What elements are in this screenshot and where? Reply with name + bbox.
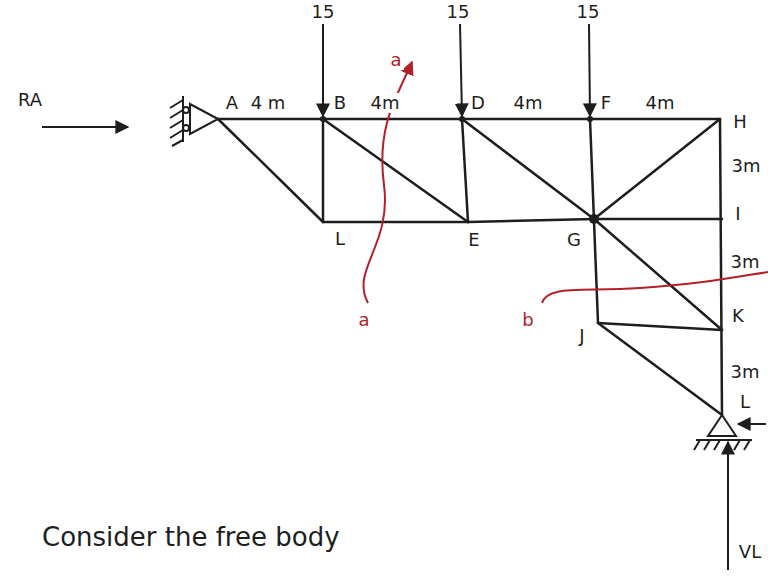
dimension: 3m bbox=[729, 362, 762, 383]
joint-label: K bbox=[730, 306, 746, 327]
ground-line bbox=[696, 439, 752, 441]
joint-label: I bbox=[733, 204, 742, 225]
load-value: 15 bbox=[575, 2, 602, 23]
member-bc bbox=[322, 119, 325, 222]
roller bbox=[183, 107, 189, 113]
dimension: 4 m bbox=[249, 93, 288, 114]
dimension: 3m bbox=[730, 156, 763, 177]
section-cuts bbox=[363, 62, 768, 303]
reaction-label: VL bbox=[737, 542, 763, 563]
joint-label: H bbox=[731, 112, 749, 133]
member-fj bbox=[590, 119, 598, 323]
truss-members bbox=[218, 119, 722, 415]
section-label: b bbox=[520, 310, 535, 331]
load-arrow bbox=[322, 24, 324, 116]
pin-triangle bbox=[708, 415, 736, 436]
load-arrow bbox=[589, 24, 590, 116]
section-label: a bbox=[356, 310, 371, 331]
joints bbox=[320, 116, 599, 224]
joint bbox=[589, 214, 599, 224]
member-gh bbox=[594, 119, 720, 219]
member-dg bbox=[462, 119, 594, 219]
reaction-arrow bbox=[42, 126, 128, 128]
joint bbox=[587, 116, 593, 122]
member-eg bbox=[468, 219, 594, 222]
dimension: 3m bbox=[729, 252, 762, 273]
member-gi bbox=[594, 218, 722, 221]
dimension: 4m bbox=[644, 93, 677, 114]
ground-hatch bbox=[694, 440, 750, 450]
load-arrow bbox=[460, 24, 462, 116]
loads bbox=[42, 24, 766, 570]
joint-label: F bbox=[599, 93, 613, 114]
roller bbox=[183, 125, 189, 131]
wall-hatch bbox=[170, 100, 183, 146]
note-text: Consider the free body bbox=[40, 523, 342, 553]
member-be bbox=[323, 119, 468, 222]
section-label: a bbox=[388, 50, 403, 71]
member-jl bbox=[598, 323, 722, 415]
joint-label: L bbox=[738, 392, 752, 413]
member-gk bbox=[594, 219, 722, 330]
load-value: 15 bbox=[445, 2, 472, 23]
pin-triangle bbox=[190, 104, 218, 134]
joint bbox=[459, 116, 465, 122]
pin-support-a bbox=[170, 96, 218, 146]
top-chord bbox=[218, 118, 720, 121]
support-l bbox=[694, 415, 752, 450]
joint-label: B bbox=[332, 93, 348, 114]
joint bbox=[320, 116, 326, 122]
member-jk bbox=[598, 323, 722, 330]
reaction-label: RA bbox=[16, 90, 44, 111]
wall bbox=[182, 96, 184, 142]
section-a-a bbox=[363, 62, 412, 303]
dimension: 4m bbox=[512, 93, 545, 114]
joint-label: A bbox=[224, 93, 240, 114]
joint-label: E bbox=[466, 230, 481, 251]
joint-label: L bbox=[333, 229, 347, 250]
joint-label: D bbox=[469, 93, 487, 114]
member-de bbox=[462, 119, 468, 222]
member-hl bbox=[720, 119, 722, 415]
member-ce bbox=[323, 221, 468, 224]
joint-label: G bbox=[565, 230, 583, 251]
member-ac bbox=[218, 119, 323, 222]
dimension: 4m bbox=[369, 93, 402, 114]
load-value: 15 bbox=[310, 2, 337, 23]
joint-label: J bbox=[577, 326, 586, 347]
section-b bbox=[542, 272, 768, 303]
reaction-arrow bbox=[738, 423, 766, 425]
reaction-arrow bbox=[727, 442, 729, 570]
